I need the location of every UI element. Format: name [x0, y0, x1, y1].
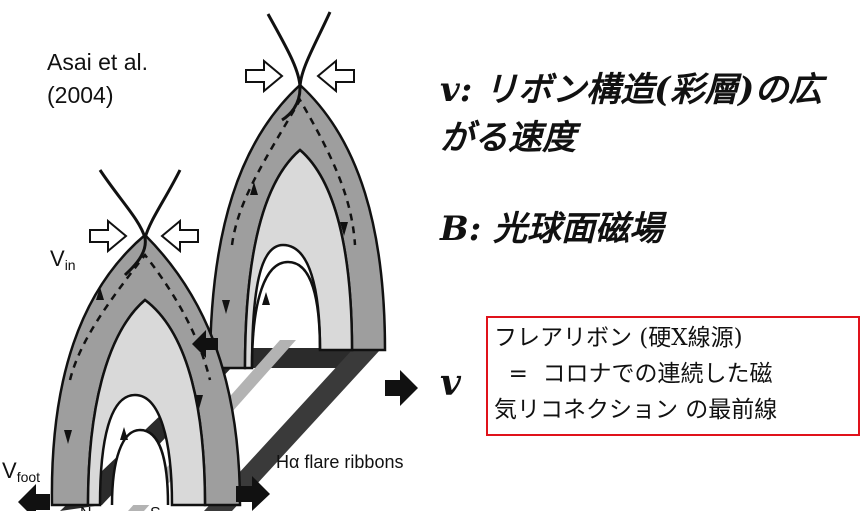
- arrowhead: [250, 182, 258, 195]
- loop-direction-arrows: [64, 182, 348, 444]
- arrowhead: [340, 222, 348, 236]
- ribbon-label: Hα flare ribbons: [276, 452, 403, 472]
- ribbon-right-wall: [204, 350, 380, 511]
- flare-ribbon-callout: フレアリボン (硬X線源) = コロナでの連続した磁 気リコネクション の最前線: [486, 316, 860, 436]
- magnetic-field-heading: B: 光球面磁場: [440, 209, 664, 249]
- front-loop-inner: [86, 298, 207, 507]
- outward-arrow-back-right: [385, 370, 418, 406]
- front-inflow-arrow-left: [89, 218, 128, 254]
- velocity-heading-line2: がる速度: [440, 118, 576, 158]
- v-symbol: v: [440, 362, 461, 404]
- arrowhead: [222, 300, 230, 314]
- n-label: N: [80, 505, 92, 511]
- citation: Asai et al. (2004): [47, 49, 148, 108]
- arrowhead: [195, 395, 203, 409]
- back-inflow-arrow-right: [316, 58, 355, 94]
- front-inflow-arrow-right: [160, 218, 199, 254]
- callout-line3: 気リコネクション の最前線: [494, 397, 778, 423]
- arrowhead: [120, 427, 128, 440]
- back-x-line-2: [298, 11, 332, 89]
- arrowhead: [262, 292, 270, 305]
- back-loop-dashed: [230, 97, 357, 246]
- back-loop: [208, 11, 387, 370]
- callout-line1: フレアリボン (硬X線源): [494, 325, 743, 351]
- velocity-heading: v: リボン構造(彩層)の広 がる速度: [440, 66, 860, 162]
- vfoot-label: Vfoot: [2, 458, 40, 485]
- back-loop-core: [250, 260, 322, 369]
- front-loop-core: [110, 428, 170, 506]
- arrowhead: [96, 287, 104, 300]
- back-loop-inner: [243, 148, 354, 370]
- callout-line2: = コロナでの連続した磁: [494, 361, 773, 387]
- back-inflow-arrow-left: [245, 58, 284, 94]
- outward-arrow-back-left: [192, 330, 218, 358]
- s-label: S: [150, 505, 161, 511]
- front-loop: [50, 169, 242, 507]
- velocity-heading-line1: v: リボン構造(彩層)の広: [440, 70, 823, 110]
- outward-arrow-front-left: [18, 484, 50, 511]
- vin-label: Vin: [50, 246, 76, 273]
- outward-arrow-front-right: [236, 476, 270, 511]
- arrowhead: [64, 430, 72, 444]
- front-x-line-2: [143, 169, 182, 239]
